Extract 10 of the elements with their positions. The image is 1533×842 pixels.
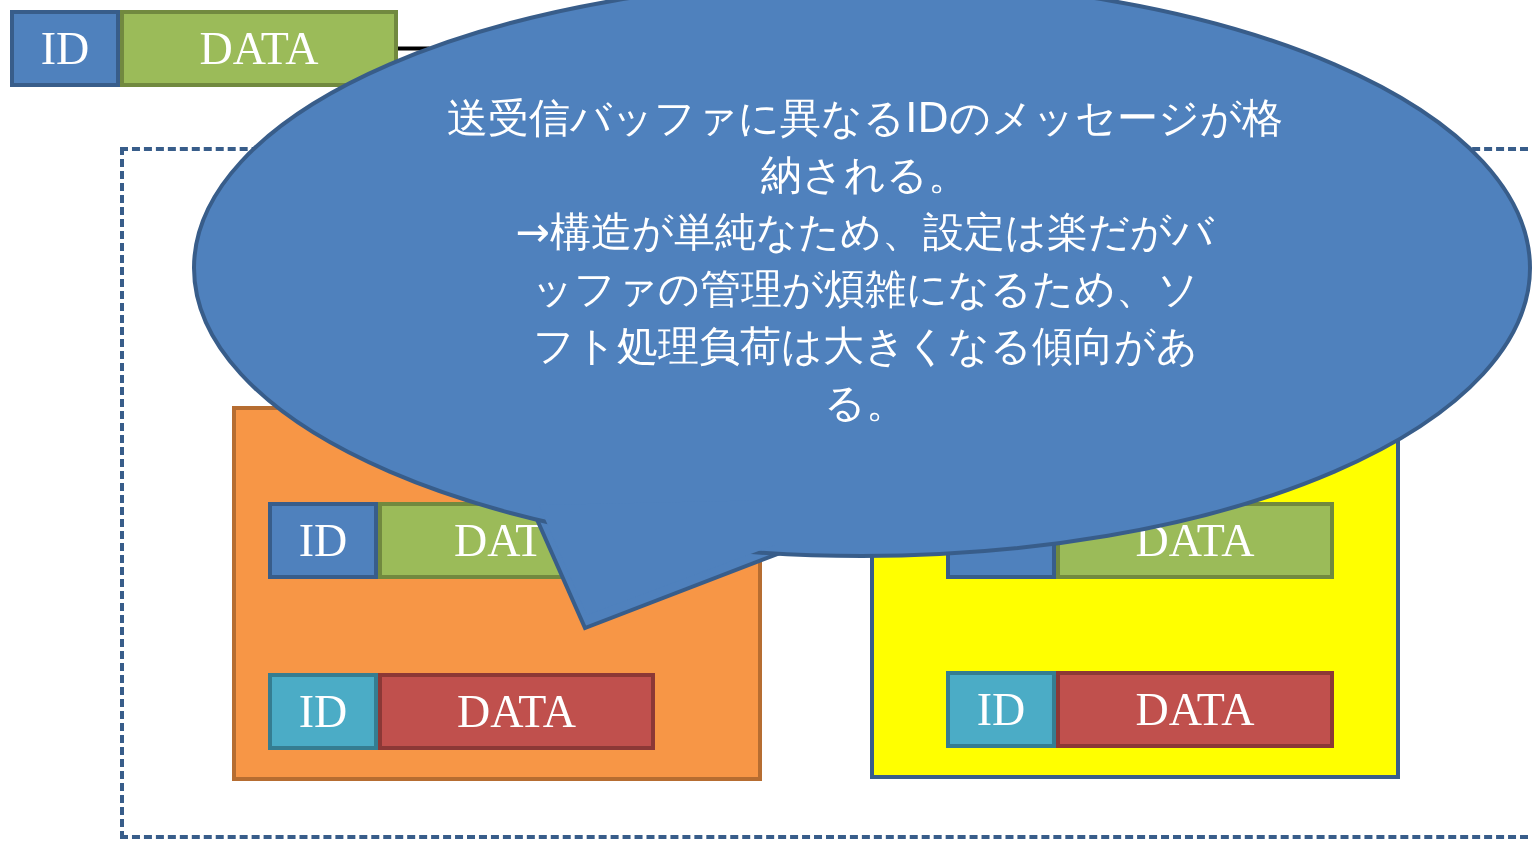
- id-field: ID: [268, 502, 378, 579]
- data-field: DATA: [378, 673, 655, 750]
- connector-line: [398, 46, 430, 51]
- id-field: ID: [268, 673, 378, 750]
- id-field: ID: [10, 10, 120, 87]
- data-field: DATA: [1056, 671, 1334, 748]
- callout-text: →構造が単純なため、設定は楽だがバッファの管理が煩雑になるため、ソフト処理負荷は大きくなる傾向がある。: [515, 207, 1215, 429]
- callout-text: 送受信バッファに異なるIDのメッセージが格納される。: [446, 93, 1284, 201]
- data-field: DATA: [120, 10, 398, 87]
- id-field: ID: [946, 671, 1056, 748]
